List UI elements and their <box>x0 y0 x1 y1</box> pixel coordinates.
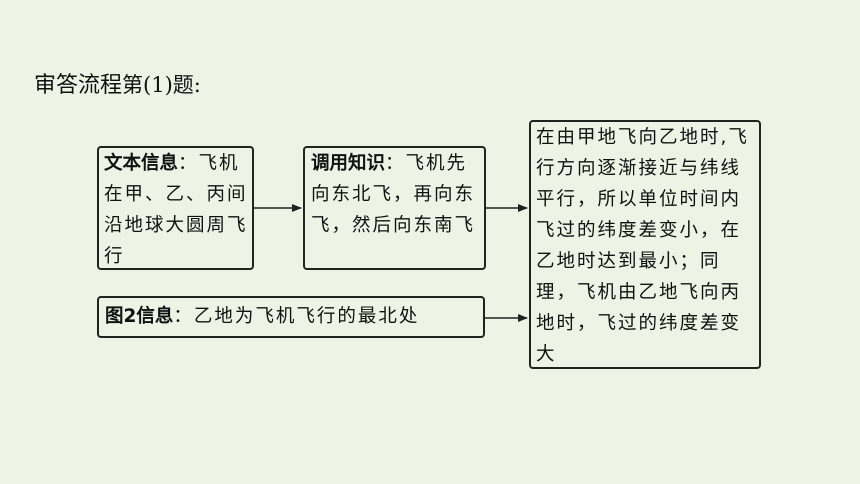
conclusion-body: 在由甲地飞向乙地时,飞行方向逐渐接近与纬线平行，所以单位时间内飞过的纬度差变小，… <box>536 127 749 365</box>
fig2-info-box: 图2信息：乙地为飞机飞行的最北处 <box>97 296 485 338</box>
fig2-info-body: 乙地为飞机飞行的最北处 <box>193 306 420 327</box>
text-info-colon: ： <box>178 153 199 174</box>
knowledge-box: 调用知识：飞机先向东北飞，再向东飞，然后向东南飞 <box>303 146 486 270</box>
fig2-info-colon: ： <box>173 306 194 327</box>
text-info-label: 文本信息 <box>104 153 179 174</box>
title-sub: 第(1)题: <box>122 73 201 97</box>
text-info-body: 飞机在甲、乙、丙间沿地球大圆周飞行 <box>104 153 248 267</box>
knowledge-body: 飞机先向东北飞，再向东飞，然后向东南飞 <box>311 153 476 236</box>
conclusion-box: 在由甲地飞向乙地时,飞行方向逐渐接近与纬线平行，所以单位时间内飞过的纬度差变小，… <box>529 120 761 369</box>
title-main: 审答流程 <box>34 73 123 98</box>
page-title: 审答流程第(1)题: <box>34 70 201 101</box>
fig2-info-label: 图2信息 <box>105 306 174 327</box>
knowledge-label: 调用知识 <box>311 153 386 174</box>
knowledge-colon: ： <box>385 153 406 174</box>
text-info-box: 文本信息：飞机在甲、乙、丙间沿地球大圆周飞行 <box>97 146 254 270</box>
